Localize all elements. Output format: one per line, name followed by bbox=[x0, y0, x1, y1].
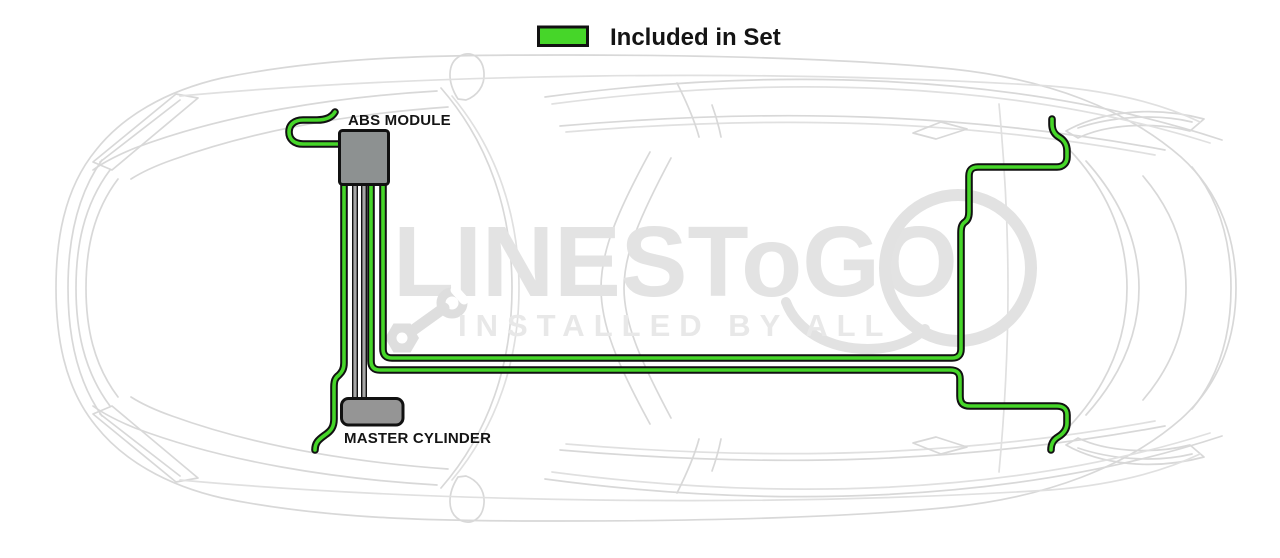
watermark-logo-text: LINESToGO bbox=[393, 206, 958, 318]
legend-included-swatch bbox=[537, 25, 589, 47]
front-bumper-lines bbox=[67, 159, 119, 417]
abs-module-box bbox=[338, 129, 390, 186]
taillight-top-right bbox=[1065, 110, 1205, 139]
car-outline-art bbox=[55, 53, 1237, 523]
legend: Included in Set bbox=[537, 24, 781, 51]
side-window-band-bottom bbox=[544, 420, 1223, 498]
master-cylinder-lines bbox=[353, 179, 366, 403]
legend-label: Included in Set bbox=[610, 24, 781, 51]
wrench-icon bbox=[385, 285, 469, 353]
rear-window-trunk-lines bbox=[998, 103, 1232, 473]
side-crease-bottom bbox=[179, 453, 1201, 502]
abs-module-label: ABS MODULE bbox=[348, 112, 451, 129]
hood-lines bbox=[92, 90, 449, 486]
taillight-bottom-right bbox=[1065, 437, 1205, 466]
side-mirror-top bbox=[449, 53, 485, 101]
side-crease-top bbox=[179, 74, 1201, 123]
headlight-top-left bbox=[92, 93, 199, 171]
side-window-band-top bbox=[544, 78, 1223, 156]
car-body-outline bbox=[55, 54, 1237, 522]
watermark: LINESToGO INSTALLED BY ALL bbox=[385, 189, 1037, 355]
master-cylinder-box bbox=[340, 397, 405, 427]
side-mirror-bottom bbox=[449, 475, 485, 523]
watermark-tagline-text: INSTALLED BY ALL bbox=[458, 308, 892, 343]
front-left-line bbox=[313, 179, 346, 452]
headlight-bottom-left bbox=[92, 405, 199, 483]
watermark-swoosh bbox=[781, 297, 930, 355]
master-cylinder-label: MASTER CYLINDER bbox=[344, 430, 491, 447]
